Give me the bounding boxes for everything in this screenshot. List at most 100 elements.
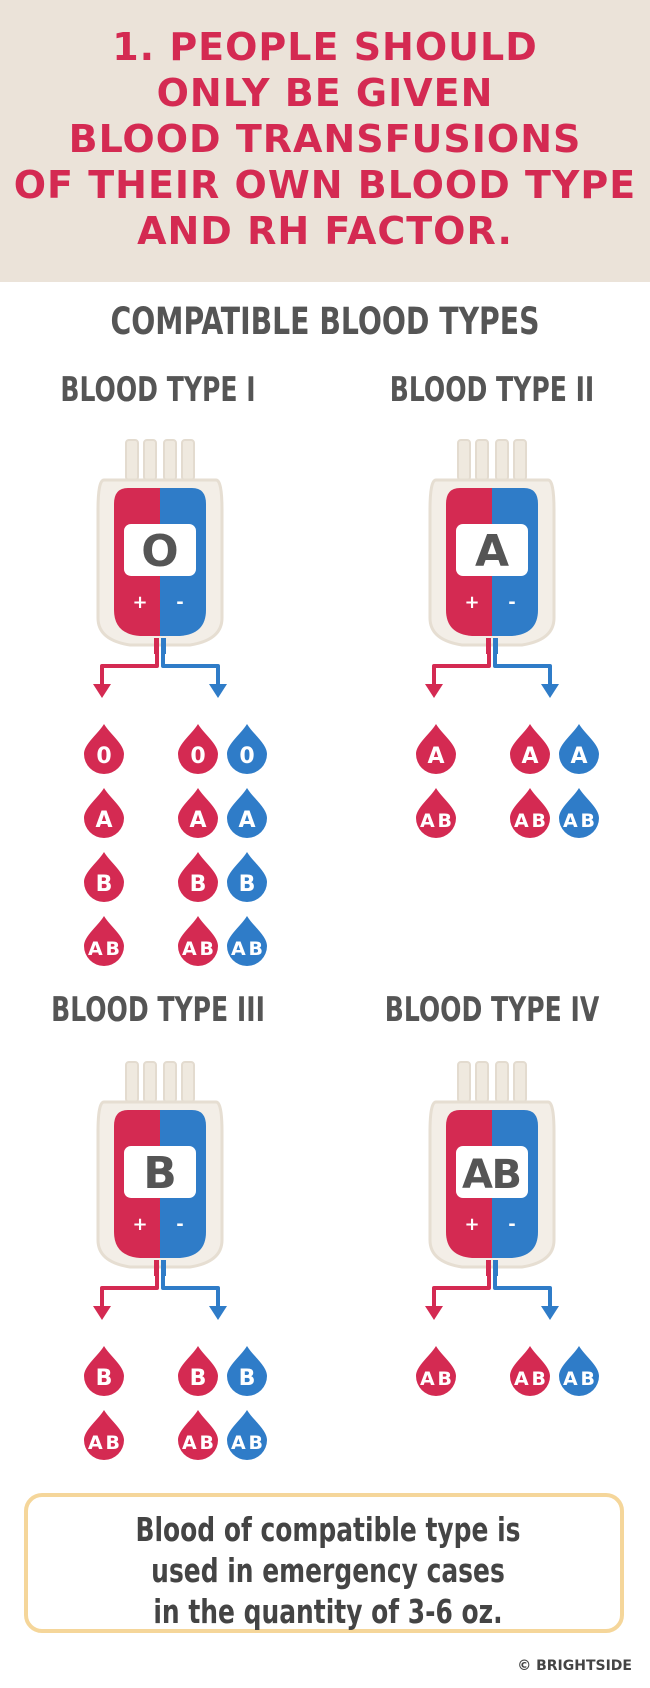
bag-tube (513, 1061, 527, 1103)
drop-label: 0 (96, 744, 111, 769)
drop-label: A (189, 808, 206, 833)
header-line: 1. PEOPLE SHOULD (112, 25, 538, 69)
blood-bag-icon: A+- (428, 439, 556, 654)
drop-label: 0 (239, 744, 254, 769)
arrow-minus-head (209, 684, 227, 698)
bag-outlet-blue (161, 638, 166, 654)
bag-tube (143, 439, 157, 481)
drop-shape (227, 852, 267, 902)
blood-drop: 0 (227, 724, 267, 774)
rh-plus-symbol: + (132, 592, 147, 613)
arrow-head-plus (425, 1306, 443, 1320)
drop-shape (416, 1346, 456, 1396)
blood-type-title: BLOOD TYPE II (389, 370, 595, 410)
drop-shape (559, 724, 599, 774)
drop-shape (84, 916, 124, 966)
bag-label-plate (456, 524, 528, 576)
blood-bag-icon: O + - (96, 439, 224, 654)
blood-drop: AB (510, 1346, 550, 1396)
drop-label: 0 (190, 744, 205, 769)
bag-outlet-red (154, 638, 159, 654)
rh-plus-symbol: + (464, 1214, 479, 1235)
bag-tube (163, 439, 177, 481)
drop-label: A (521, 744, 538, 769)
drop-shape (227, 788, 267, 838)
drop-label: B (239, 872, 256, 897)
header-line: OF THEIR OWN BLOOD TYPE (13, 163, 637, 207)
blood-drop: B (178, 1346, 218, 1396)
bag-tube (125, 439, 139, 481)
blood-drop: B (178, 852, 218, 902)
blood-drop: AB (227, 1410, 267, 1460)
bag-label: B (143, 1148, 177, 1199)
blood-drop: A (416, 724, 456, 774)
blood-type-title: BLOOD TYPE IV (384, 990, 600, 1030)
bag-tube (181, 1061, 195, 1103)
bag-tube (475, 439, 489, 481)
blood-drop: AB (559, 788, 599, 838)
drop-shape (510, 1346, 550, 1396)
drop-shape (84, 788, 124, 838)
drop-label: A (427, 744, 444, 769)
note-line: Blood of compatible type is (135, 1510, 521, 1549)
blood-drop: AB (84, 916, 124, 966)
bag-outlet-blue (493, 638, 498, 654)
blood-drop: B (84, 852, 124, 902)
drop-shape (84, 1346, 124, 1396)
blood-drop: AB (559, 1346, 599, 1396)
drop-shape (227, 916, 267, 966)
blood-bag-icon: B+- (96, 1061, 224, 1276)
drop-label: B (239, 1366, 256, 1391)
arrow-minus-head (209, 1306, 227, 1320)
arrow-plus (432, 652, 491, 686)
drop-label: B (96, 1366, 113, 1391)
header-line: ONLY BE GIVEN (156, 71, 494, 115)
drop-label: B (96, 872, 113, 897)
blood-drop: A (84, 788, 124, 838)
blood-drop: 0 (84, 724, 124, 774)
note-box: Blood of compatible type is used in emer… (24, 1493, 624, 1633)
drop-shape (178, 852, 218, 902)
blood-drop: AB (416, 1346, 456, 1396)
rh-plus-symbol: + (464, 592, 479, 613)
drop-shape (416, 788, 456, 838)
drop-shape (510, 724, 550, 774)
blood-drop: AB (178, 916, 218, 966)
drop-label: A (570, 744, 587, 769)
bag-tube (457, 439, 471, 481)
bag-tube (181, 439, 195, 481)
header-title: 1. PEOPLE SHOULD ONLY BE GIVEN BLOOD TRA… (0, 24, 650, 254)
drop-label: A (95, 808, 112, 833)
drop-label: A (238, 808, 255, 833)
note-line: in the quantity of 3-6 oz. (153, 1592, 503, 1631)
blood-drop: B (227, 852, 267, 902)
drop-shape (178, 916, 218, 966)
bag-label-plate (124, 524, 196, 576)
drop-shape (84, 1410, 124, 1460)
drop-label: B (190, 872, 207, 897)
bag-outlet-red (486, 638, 491, 654)
arrow-minus (493, 1274, 552, 1308)
drop-shape (416, 724, 456, 774)
drop-label: B (190, 1366, 207, 1391)
bag-tube (513, 439, 527, 481)
blood-drop: AB (510, 788, 550, 838)
brightside-credit: © BRIGHTSIDE (517, 1658, 632, 1674)
bag-label: AB (462, 1152, 522, 1198)
bag-label: O (141, 526, 178, 577)
drop-shape (227, 1410, 267, 1460)
bag-outlet-red (154, 1260, 159, 1276)
blood-drop: A (559, 724, 599, 774)
blood-drop: AB (416, 788, 456, 838)
bag-label-plate (456, 1146, 528, 1198)
blood-bag-icon: AB+- (428, 1061, 556, 1276)
rh-minus-symbol: - (508, 592, 515, 613)
note-text: Blood of compatible type is used in emer… (76, 1509, 580, 1632)
rh-minus-symbol: - (176, 592, 183, 613)
arrow-plus (100, 1274, 159, 1308)
arrow-head-plus (93, 684, 111, 698)
arrow-minus (161, 652, 220, 686)
arrow-minus-head (541, 1306, 559, 1320)
blood-drop: A (227, 788, 267, 838)
bag-tube (163, 1061, 177, 1103)
